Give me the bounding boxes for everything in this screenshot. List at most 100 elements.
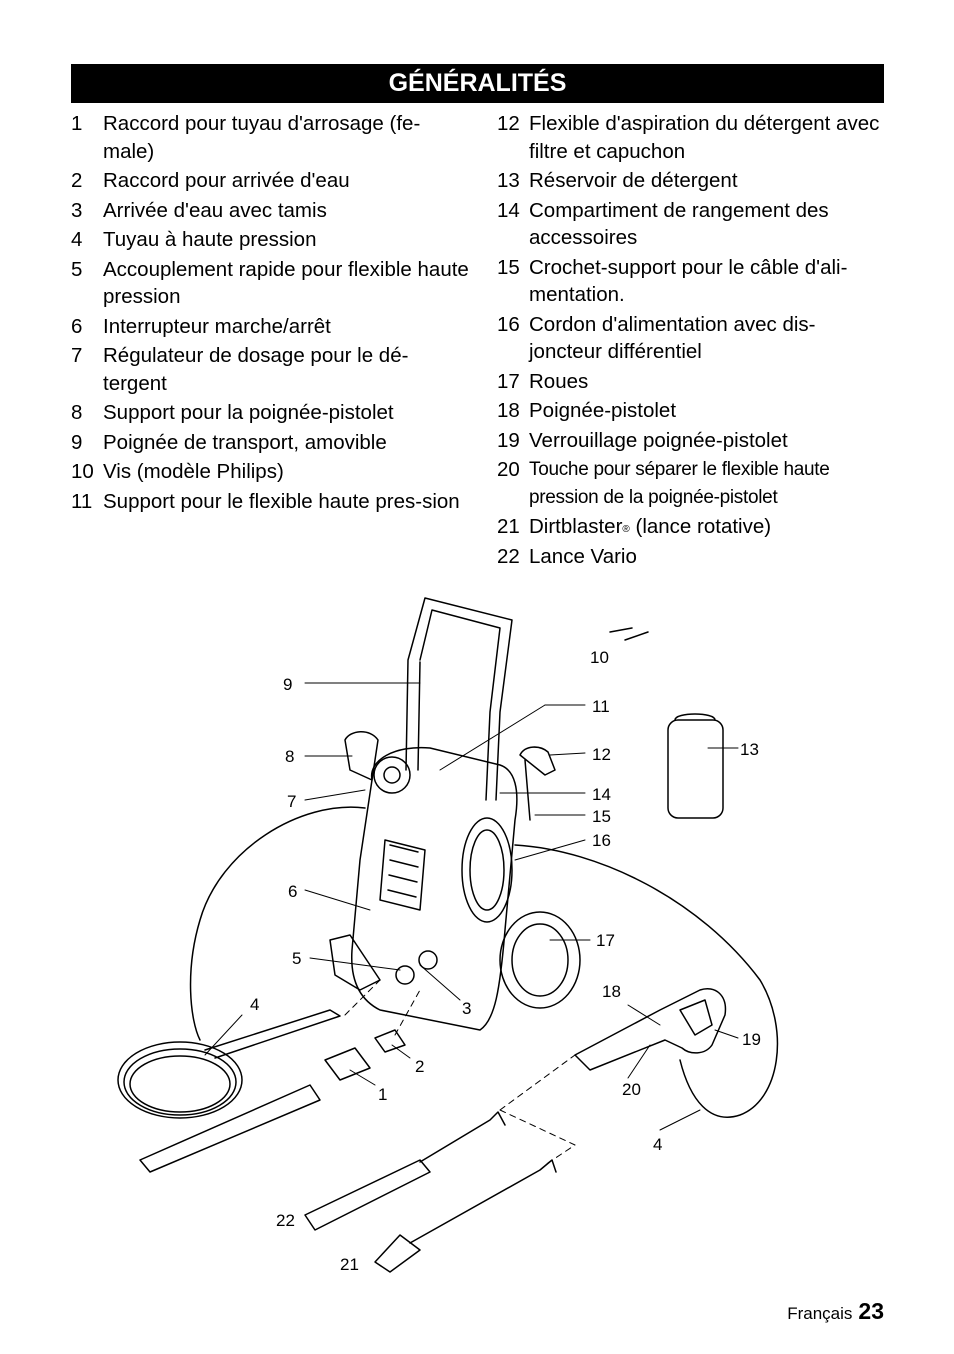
item-number: 8 xyxy=(71,401,83,424)
parts-list-right: 12 Flexible d'aspiration du détergent ave… xyxy=(497,110,887,572)
callout-22: 22 xyxy=(276,1211,295,1230)
item-text: Flexible d'aspiration du détergent avec … xyxy=(529,112,880,163)
item-number: 9 xyxy=(71,430,83,454)
dirtblaster-suffix: (lance rotative) xyxy=(629,515,772,538)
power-cord-drawing xyxy=(189,806,366,1041)
list-item: 5 Accouplement rapide pour flexible haute… xyxy=(71,256,471,311)
callout-1: 1 xyxy=(378,1085,387,1104)
item-number: 7 xyxy=(71,344,83,367)
callout-4-left: 4 xyxy=(250,995,259,1014)
callout-18: 18 xyxy=(602,982,621,1001)
item-number: 18 xyxy=(497,399,520,422)
list-item: 4 Tuyau à haute pression xyxy=(71,226,471,254)
item-text: Touche pour séparer le flexible haute pr… xyxy=(529,459,830,508)
item-number: 17 xyxy=(497,369,520,393)
list-item: 3 Arrivée d'eau avec tamis xyxy=(71,197,471,225)
callout-5: 5 xyxy=(292,949,301,968)
dirtblaster-name: Dirtblaster xyxy=(529,515,623,538)
item-number: 6 xyxy=(71,314,83,338)
list-item: 11 Support pour le flexible haute pres-si… xyxy=(71,488,471,516)
pressure-washer-diagram: 9 8 7 6 5 4 10 11 12 13 14 15 16 17 18 1… xyxy=(117,597,779,1274)
callout-7: 7 xyxy=(287,792,296,811)
list-item: 21 Dirtblaster® (lance rotative) xyxy=(497,513,887,541)
list-item: 15 Crochet-support pour le câble d'ali-me… xyxy=(497,254,887,309)
callout-8: 8 xyxy=(285,747,294,766)
footer-language: Français xyxy=(787,1304,853,1323)
item-text: Régulateur de dosage pour le dé-tergent xyxy=(103,344,409,395)
item-number: 5 xyxy=(71,257,83,281)
item-text: Réservoir de détergent xyxy=(529,169,738,192)
item-text: Raccord pour arrivée d'eau xyxy=(103,169,350,192)
callout-12: 12 xyxy=(592,745,611,764)
list-item: 16 Cordon d'alimentation avec dis-joncteu… xyxy=(497,311,887,366)
callout-6: 6 xyxy=(288,882,297,901)
list-item: 7 Régulateur de dosage pour le dé-tergent xyxy=(71,342,471,397)
page-number: 23 xyxy=(858,1298,884,1324)
spray-gun-drawing xyxy=(574,988,727,1071)
callout-2: 2 xyxy=(415,1057,424,1076)
dirtblaster-drawing xyxy=(374,1159,557,1273)
item-text: Crochet-support pour le câble d'ali-ment… xyxy=(529,255,848,307)
parts-list-left: 1 Raccord pour tuyau d'arrosage (fe-male)… xyxy=(71,110,471,517)
list-item: 13 Réservoir de détergent xyxy=(497,167,887,195)
item-number: 14 xyxy=(497,198,520,222)
list-item: 14 Compartiment de rangement des accessoi… xyxy=(497,197,887,252)
item-number: 1 xyxy=(71,112,83,135)
item-number: 20 xyxy=(497,458,520,481)
item-text: Accouplement rapide pour flexible haute … xyxy=(103,257,469,309)
item-number: 21 xyxy=(497,515,520,538)
item-number: 12 xyxy=(497,112,520,135)
item-text: Raccord pour tuyau d'arrosage (fe-male) xyxy=(103,112,421,163)
list-item: 17 Roues xyxy=(497,368,887,396)
list-item: 22 Lance Vario xyxy=(497,543,887,571)
list-item: 1 Raccord pour tuyau d'arrosage (fe-male) xyxy=(71,110,471,165)
item-text: Roues xyxy=(529,369,589,393)
item-number: 22 xyxy=(497,544,520,568)
callout-14: 14 xyxy=(592,785,611,804)
item-text: Cordon d'alimentation avec dis-joncteur … xyxy=(529,312,816,364)
item-text: Verrouillage poignée-pistolet xyxy=(529,428,788,452)
registered-mark: ® xyxy=(622,524,630,535)
list-item: 2 Raccord pour arrivée d'eau xyxy=(71,167,471,195)
item-text: Interrupteur marche/arrêt xyxy=(103,314,331,338)
callout-17: 17 xyxy=(596,931,615,950)
item-number: 10 xyxy=(71,460,94,483)
item-text: Arrivée d'eau avec tamis xyxy=(103,198,327,222)
item-text: Poignée-pistolet xyxy=(529,399,677,422)
detergent-tank-drawing xyxy=(667,719,724,819)
callout-10: 10 xyxy=(590,648,609,667)
item-text: Dirtblaster® (lance rotative) xyxy=(529,513,887,541)
list-item: 8 Support pour la poignée-pistolet xyxy=(71,399,471,427)
vario-lance-drawing xyxy=(304,1111,506,1231)
item-number: 3 xyxy=(71,198,83,222)
item-text: Vis (modèle Philips) xyxy=(103,460,284,483)
item-number: 16 xyxy=(497,312,520,336)
callout-4-right: 4 xyxy=(653,1135,662,1154)
callout-3: 3 xyxy=(462,999,471,1018)
callout-9: 9 xyxy=(283,675,292,694)
list-item: 18 Poignée-pistolet xyxy=(497,397,887,425)
callout-20: 20 xyxy=(622,1080,641,1099)
list-item: 10 Vis (modèle Philips) xyxy=(71,458,471,486)
item-number: 11 xyxy=(71,489,93,513)
callout-15: 15 xyxy=(592,807,611,826)
list-item: 6 Interrupteur marche/arrêt xyxy=(71,313,471,341)
list-item: 12 Flexible d'aspiration du détergent ave… xyxy=(497,110,887,165)
item-number: 13 xyxy=(497,169,520,192)
item-text: Tuyau à haute pression xyxy=(103,228,317,251)
item-number: 2 xyxy=(71,169,83,192)
page-footer: Français 23 xyxy=(787,1298,884,1325)
callout-16: 16 xyxy=(592,831,611,850)
callout-21: 21 xyxy=(340,1255,359,1274)
machine-body-drawing xyxy=(351,746,518,1031)
item-text: Lance Vario xyxy=(529,544,637,568)
callout-13: 13 xyxy=(740,740,759,759)
callout-19: 19 xyxy=(742,1030,761,1049)
item-number: 4 xyxy=(71,228,83,251)
item-text: Support pour la poignée-pistolet xyxy=(103,401,394,424)
item-number: 15 xyxy=(497,255,520,279)
item-text: Compartiment de rangement des accessoire… xyxy=(529,198,829,250)
section-title: GÉNÉRALITÉS xyxy=(71,64,884,103)
item-text: Support pour le flexible haute pres-sion xyxy=(103,489,460,513)
